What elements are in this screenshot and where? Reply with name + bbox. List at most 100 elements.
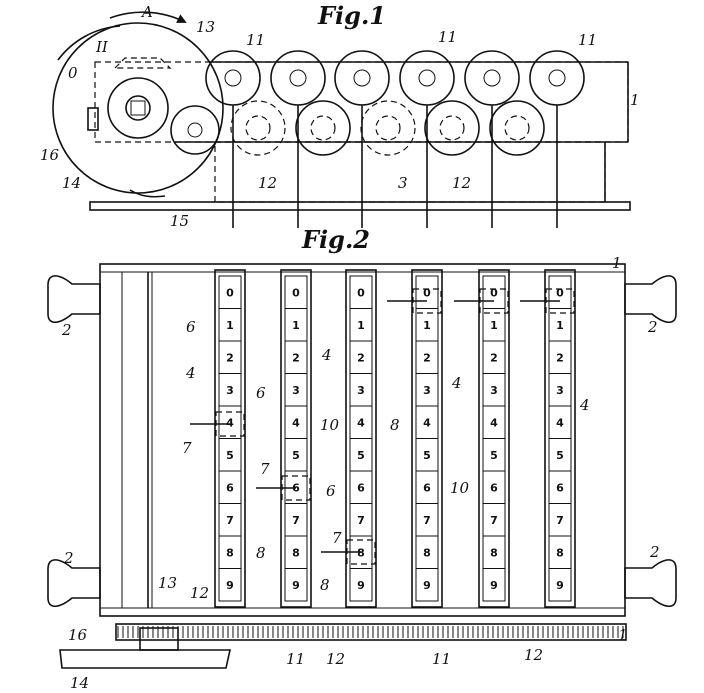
digit-label: 0	[357, 286, 365, 299]
digit-label: 4	[490, 416, 498, 429]
rotation-arrow-a	[109, 11, 187, 23]
wheel-12	[489, 100, 545, 156]
fig1: Fig.1 A II 0	[40, 1, 640, 230]
digit-label: 9	[556, 579, 564, 592]
label-6: 6	[326, 482, 336, 500]
digit-label: 8	[423, 546, 431, 559]
digit-label: 5	[490, 449, 498, 462]
label-12: 12	[258, 174, 277, 192]
wheel-hub	[504, 115, 530, 141]
label-1: 1	[612, 254, 622, 272]
digit-label: 3	[292, 384, 300, 397]
pinion-13	[170, 105, 220, 155]
pawl-16	[87, 107, 99, 131]
digit-label: 8	[556, 546, 564, 559]
digit-label: 5	[226, 449, 234, 462]
digit-label: 6	[292, 481, 300, 494]
wheel-11	[270, 50, 326, 106]
base-block-14	[59, 649, 231, 669]
digit-label: 9	[423, 579, 431, 592]
column-slot	[345, 269, 377, 608]
label-2: 2	[647, 318, 658, 336]
label-1: 1	[630, 91, 640, 109]
digit-label: 9	[490, 579, 498, 592]
spring-15	[129, 189, 166, 198]
label-14: 14	[62, 174, 81, 192]
label-16: 16	[40, 146, 60, 164]
digit-label: 7	[357, 514, 365, 527]
wheel-hub	[289, 69, 307, 87]
label-2: 2	[61, 321, 72, 339]
fig1-title: Fig.1	[317, 1, 386, 30]
digit-label: 9	[292, 579, 300, 592]
digit-label: 7	[292, 514, 300, 527]
digit-label: 0	[556, 286, 564, 299]
label-10: 10	[450, 479, 470, 497]
mark-o: 0	[68, 64, 78, 82]
wheel-hub	[310, 115, 336, 141]
disc-marking-arc	[57, 25, 121, 61]
digit-label: 3	[490, 384, 498, 397]
label-4: 4	[579, 396, 590, 414]
base-plate	[89, 201, 631, 211]
digit-label: 7	[556, 514, 564, 527]
vertical-rods	[232, 105, 558, 228]
label-4: 4	[321, 346, 332, 364]
digit-label: 2	[226, 351, 234, 364]
label-6: 6	[186, 318, 196, 336]
digit-label: 3	[556, 384, 564, 397]
label-14: 14	[70, 674, 89, 692]
wheel-hub	[439, 115, 465, 141]
digit-label: 5	[423, 449, 431, 462]
column-slot	[478, 269, 510, 608]
digit-label: 1	[423, 319, 431, 332]
label-11: 11	[286, 650, 305, 668]
digit-label: 1	[226, 319, 234, 332]
label-12: 12	[190, 584, 209, 602]
digit-label: 0	[423, 286, 431, 299]
digit-label: 7	[490, 514, 498, 527]
wheel-hub	[353, 69, 371, 87]
digit-label: 4	[556, 416, 564, 429]
wheel-11	[205, 50, 261, 106]
wheel-11	[334, 50, 390, 106]
handle-bottom-left	[47, 559, 101, 608]
fig2: Fig.2 0123456789012345678901234567890123…	[47, 225, 677, 692]
digit-label: 3	[226, 384, 234, 397]
wheel-hub	[375, 115, 401, 141]
label-15: 15	[170, 212, 189, 230]
label-12: 12	[524, 646, 543, 664]
label-7: 7	[332, 529, 342, 547]
handle-top-right	[624, 275, 677, 324]
wheel-11	[399, 50, 455, 106]
digit-label: 5	[556, 449, 564, 462]
label-2: 2	[63, 549, 74, 567]
column-slot	[544, 269, 576, 608]
digit-label: 1	[292, 319, 300, 332]
wheel-hub	[548, 69, 566, 87]
mark-ii: II	[95, 38, 109, 56]
handle-bottom-right	[624, 559, 677, 608]
digit-label: 9	[226, 579, 234, 592]
upper-wheels	[205, 50, 585, 106]
label-16: 16	[68, 626, 88, 644]
label-8: 8	[256, 544, 266, 562]
label-7: 7	[260, 460, 270, 478]
digit-label: 4	[292, 416, 300, 429]
digit-label: 6	[556, 481, 564, 494]
digit-label: 5	[292, 449, 300, 462]
column-slot	[280, 269, 312, 608]
digit-label: 0	[490, 286, 498, 299]
label-8: 8	[320, 576, 330, 594]
label-4: 4	[451, 374, 462, 392]
digit-label: 4	[357, 416, 365, 429]
digit-label: 2	[556, 351, 564, 364]
column-slot	[411, 269, 443, 608]
label-11: 11	[578, 31, 597, 49]
